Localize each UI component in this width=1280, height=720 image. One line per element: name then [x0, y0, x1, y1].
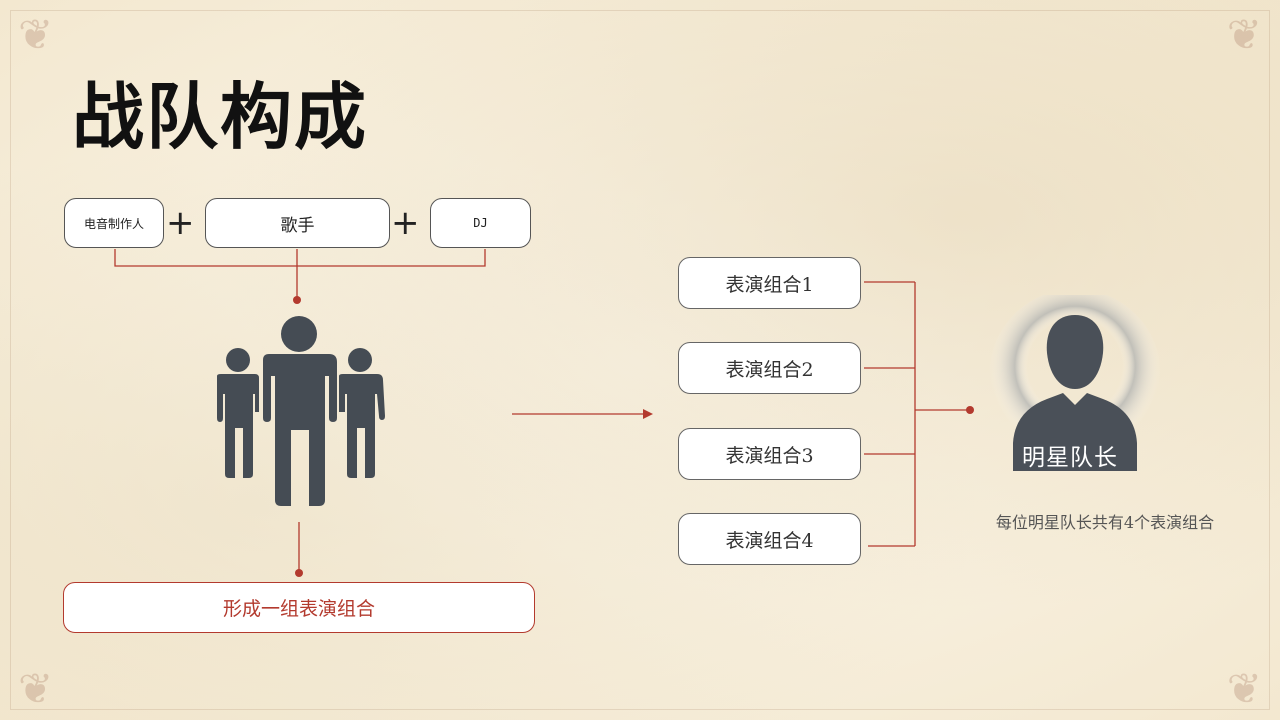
- page-title: 战队构成: [72, 75, 369, 159]
- role-label: 电音制作人: [83, 216, 144, 231]
- role-box-producer: 电音制作人: [64, 198, 164, 248]
- result-box: 形成一组表演组合: [63, 582, 535, 633]
- captain-avatar-icon: [989, 295, 1161, 471]
- plus-icon: +: [391, 203, 420, 243]
- plus-icon: +: [166, 203, 195, 243]
- corner-ornament-bottom-right: ❦: [1226, 664, 1262, 713]
- group-box-3: 表演组合3: [678, 428, 861, 480]
- roles-connector-dot: [293, 296, 301, 304]
- role-box-dj: DJ: [430, 198, 531, 248]
- corner-ornament-bottom-left: ❦: [18, 664, 54, 713]
- role-box-singer: 歌手: [205, 198, 390, 248]
- captain-label: 明星队长: [1022, 445, 1118, 471]
- roles-bracket-line: [114, 249, 486, 267]
- result-label: 形成一组表演组合: [222, 598, 375, 620]
- group-label: 表演组合1: [725, 273, 814, 296]
- corner-ornament-top-left: ❦: [18, 10, 54, 59]
- role-label: 歌手: [280, 215, 315, 236]
- captain-connector-dot: [966, 406, 974, 414]
- corner-ornament-top-right: ❦: [1226, 10, 1262, 59]
- flow-arrow-head: [643, 409, 653, 419]
- group-label: 表演组合3: [725, 444, 814, 467]
- role-label: DJ: [473, 216, 488, 230]
- captain-description: 每位明星队长共有4个表演组合: [995, 513, 1215, 532]
- group-box-2: 表演组合2: [678, 342, 861, 394]
- group-box-4: 表演组合4: [678, 513, 861, 565]
- team-people-icon: [217, 316, 385, 506]
- group-box-1: 表演组合1: [678, 257, 861, 309]
- result-connector-dot: [295, 569, 303, 577]
- group-label: 表演组合2: [725, 358, 814, 381]
- group-label: 表演组合4: [725, 529, 814, 552]
